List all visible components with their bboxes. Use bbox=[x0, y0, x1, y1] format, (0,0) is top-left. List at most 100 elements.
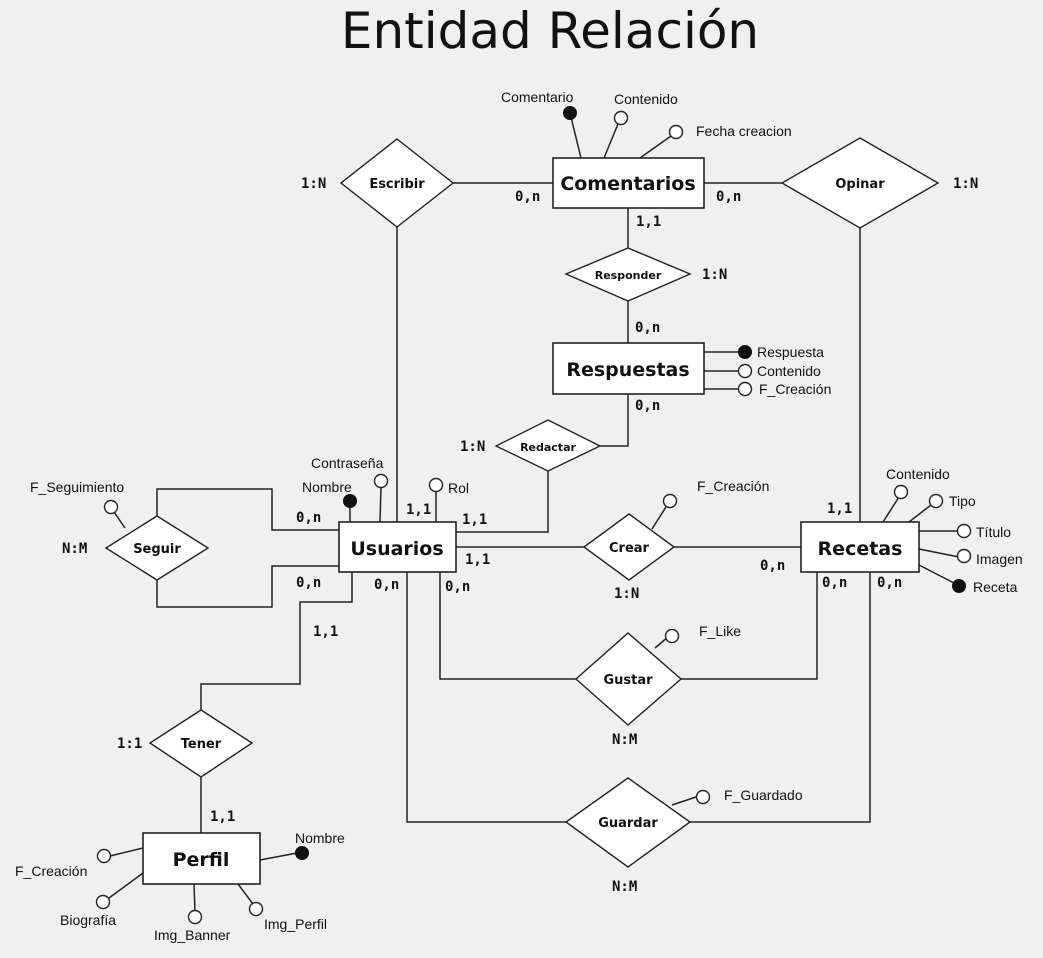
attribute-labels: Comentario Contenido Fecha creacion Resp… bbox=[15, 89, 1023, 943]
line-gustar-usuarios bbox=[439, 572, 576, 680]
attr-f-creacion: F_Creación bbox=[759, 381, 831, 397]
entity-comentarios[interactable]: Comentarios bbox=[552, 157, 705, 209]
cardinality-responder-comentarios: 1,1 bbox=[636, 214, 661, 230]
attr-titulo: Título bbox=[976, 524, 1011, 540]
cardinality-gustar-recetas: 0,n bbox=[822, 575, 847, 591]
entity-label: Comentarios bbox=[560, 173, 695, 195]
cardinality-escribir-comentarios: 0,n bbox=[515, 189, 540, 205]
cardinality-guardar: N:M bbox=[612, 879, 637, 895]
cardinality-responder: 1:N bbox=[702, 267, 727, 283]
stem bbox=[109, 847, 144, 857]
cardinality-crear: 1:N bbox=[614, 586, 639, 602]
relationship-guardar[interactable]: Guardar bbox=[564, 777, 692, 868]
attr-tipo: Tipo bbox=[949, 493, 976, 509]
cardinality-seguir: N:M bbox=[62, 541, 87, 557]
entity-respuestas[interactable]: Respuestas bbox=[552, 342, 705, 395]
relationship-seguir[interactable]: Seguir bbox=[104, 515, 210, 581]
stem bbox=[193, 883, 196, 913]
attribute-icon bbox=[428, 477, 444, 493]
stem bbox=[639, 135, 672, 159]
key-attribute-icon bbox=[343, 494, 357, 508]
entity-label: Recetas bbox=[818, 538, 903, 560]
relationship-responder[interactable]: Responder bbox=[564, 247, 692, 302]
attribute-icon bbox=[928, 493, 944, 509]
attr-biografia: Biografía bbox=[60, 912, 116, 928]
cardinality-gustar: N:M bbox=[612, 732, 637, 748]
attribute-icon bbox=[103, 499, 119, 515]
entity-label: Usuarios bbox=[350, 538, 443, 560]
attr-fecha-creacion: Fecha creacion bbox=[696, 123, 792, 139]
attribute-icon bbox=[956, 548, 972, 564]
attr-f-creacion: F_Creación bbox=[15, 863, 87, 879]
relationship-label: Guardar bbox=[598, 816, 658, 831]
cardinality-crear-usuarios: 1,1 bbox=[465, 552, 490, 568]
attribute-icon bbox=[662, 493, 678, 509]
line-guardar-usuarios bbox=[406, 572, 566, 823]
attr-f-seguimiento: F_Seguimiento bbox=[30, 479, 124, 495]
relationship-escribir[interactable]: Escribir bbox=[339, 138, 455, 228]
stem bbox=[918, 548, 960, 558]
stem bbox=[603, 123, 619, 159]
attr-imagen: Imagen bbox=[976, 551, 1023, 567]
cardinality-guardar-usuarios: 0,n bbox=[374, 577, 399, 593]
attr-contenido: Contenido bbox=[757, 363, 821, 379]
attr-comentario: Comentario bbox=[501, 89, 574, 105]
cardinality-tener-perfil: 1,1 bbox=[210, 809, 235, 825]
relationship-crear[interactable]: Crear bbox=[582, 513, 676, 581]
attribute-icon bbox=[737, 381, 753, 397]
attribute-icon bbox=[613, 110, 629, 126]
line-redactar-respuestas bbox=[600, 394, 629, 447]
relationship-label: Redactar bbox=[520, 441, 576, 454]
attr-respuesta: Respuesta bbox=[757, 344, 824, 360]
line-guardar-recetas bbox=[690, 572, 871, 823]
relationship-gustar[interactable]: Gustar bbox=[574, 632, 683, 726]
entity-recetas[interactable]: Recetas bbox=[800, 521, 920, 573]
attribute-icon bbox=[96, 848, 112, 864]
attr-nombre: Nombre bbox=[302, 479, 352, 495]
cardinality-crear-recetas: 0,n bbox=[760, 558, 785, 574]
stem bbox=[918, 564, 955, 584]
attr-contenido: Contenido bbox=[614, 91, 678, 107]
cardinality-seguir-top: 0,n bbox=[296, 510, 321, 526]
relationship-opinar[interactable]: Opinar bbox=[780, 137, 940, 229]
line-redactar-usuarios bbox=[456, 471, 549, 533]
attr-img-perfil: Img_Perfil bbox=[264, 916, 327, 932]
connectors bbox=[108, 116, 960, 913]
stem bbox=[113, 511, 126, 529]
stem bbox=[651, 506, 667, 530]
attr-f-guardado: F_Guardado bbox=[724, 787, 803, 803]
stem bbox=[570, 116, 582, 159]
attribute-icon bbox=[695, 789, 711, 805]
line-seguir-bottom bbox=[156, 565, 339, 608]
cardinality-redactar-usuarios: 1,1 bbox=[462, 512, 487, 528]
cardinality-opinar: 1:N bbox=[953, 176, 978, 192]
relationship-label: Gustar bbox=[603, 673, 653, 688]
stem bbox=[237, 883, 254, 905]
stem bbox=[379, 486, 382, 523]
cardinality-guardar-recetas: 0,n bbox=[877, 575, 902, 591]
relationship-tener[interactable]: Tener bbox=[148, 709, 254, 778]
line-gustar-recetas bbox=[681, 572, 818, 680]
attribute-icon bbox=[737, 363, 753, 379]
entity-perfil[interactable]: Perfil bbox=[142, 832, 261, 885]
key-attribute-icon bbox=[952, 579, 966, 593]
stem bbox=[908, 504, 932, 523]
key-attribute-icon bbox=[563, 106, 577, 120]
cardinality-escribir-usuarios: 1,1 bbox=[406, 502, 431, 518]
relationship-label: Tener bbox=[181, 737, 222, 752]
entity-usuarios[interactable]: Usuarios bbox=[338, 521, 457, 573]
relationship-label: Escribir bbox=[369, 177, 425, 192]
cardinality-redactar: 1:N bbox=[460, 439, 485, 455]
stem bbox=[108, 872, 144, 899]
attr-f-like: F_Like bbox=[699, 623, 741, 639]
cardinality-labels: 1:N 0,n 0,n 1:N 1,1 1:N 0,n 0,n 1:N 1,1 … bbox=[62, 176, 978, 895]
key-attribute-icon bbox=[738, 345, 752, 359]
attr-f-creacion: F_Creación bbox=[697, 478, 769, 494]
relationship-redactar[interactable]: Redactar bbox=[494, 419, 602, 472]
attribute-icon bbox=[95, 894, 111, 910]
cardinality-responder-respuestas: 0,n bbox=[635, 320, 660, 336]
attr-img-banner: Img_Banner bbox=[154, 927, 231, 943]
cardinality-gustar-usuarios: 0,n bbox=[445, 579, 470, 595]
relationship-label: Opinar bbox=[835, 177, 885, 192]
